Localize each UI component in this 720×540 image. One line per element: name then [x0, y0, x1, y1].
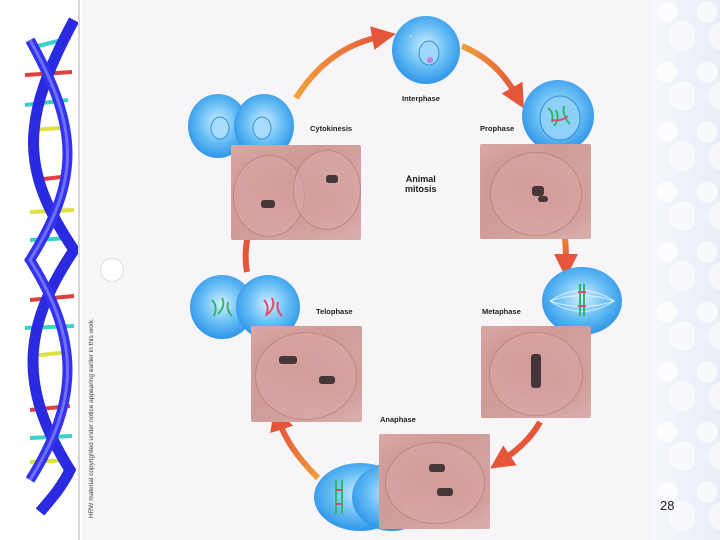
center-title-line2: mitosis: [405, 184, 437, 194]
label-metaphase: Metaphase: [482, 307, 521, 316]
arrow-anaphase-to-telophase: [278, 418, 318, 478]
center-title-line1: Animal: [405, 174, 437, 184]
metaphase-cell: [542, 267, 622, 335]
label-prophase: Prophase: [480, 124, 514, 133]
anaphase-micrograph: [379, 434, 490, 529]
arrow-interphase-to-prophase: [462, 46, 518, 98]
metaphase-micrograph: [481, 326, 591, 418]
label-anaphase: Anaphase: [380, 415, 416, 424]
arrow-cytokinesis-to-interphase: [296, 36, 384, 98]
label-telophase: Telophase: [316, 307, 353, 316]
cytokinesis-micrograph: [231, 145, 361, 240]
page-number: 28: [660, 498, 674, 513]
prophase-micrograph: [480, 144, 591, 239]
label-interphase: Interphase: [402, 94, 440, 103]
center-title: Animal mitosis: [405, 174, 437, 194]
interphase-cell: ": [392, 16, 460, 84]
prophase-cell: [522, 80, 594, 152]
label-cytokinesis: Cytokinesis: [310, 124, 352, 133]
arrow-metaphase-to-anaphase: [500, 422, 540, 462]
telophase-micrograph: [251, 326, 362, 422]
